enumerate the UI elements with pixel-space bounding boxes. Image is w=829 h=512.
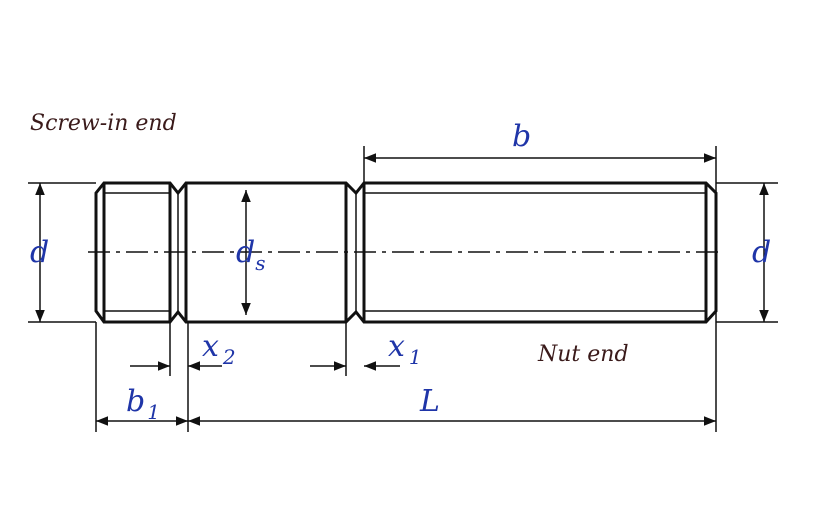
- dim-d-left-label: d: [30, 235, 49, 270]
- screw-in-end-label: Screw-in end: [30, 111, 177, 136]
- dim-x2-sub: 2: [222, 345, 236, 369]
- dim-b1-sub: 1: [147, 400, 160, 424]
- dim-b1-main: b: [126, 384, 145, 419]
- dimension-lines: [35, 153, 769, 426]
- nut-end-label: Nut end: [537, 342, 629, 367]
- dim-x1-main: x: [388, 329, 405, 364]
- dim-x2-main: x: [202, 329, 219, 364]
- dim-ds-label: ds: [236, 235, 265, 275]
- dim-d-right-label: d: [752, 235, 771, 270]
- dim-x1-sub: 1: [409, 345, 422, 369]
- dim-ds-sub: s: [255, 251, 265, 275]
- dim-L-label: L: [419, 384, 440, 419]
- dim-b-label: b: [512, 119, 531, 154]
- dim-ds-main: d: [236, 235, 255, 270]
